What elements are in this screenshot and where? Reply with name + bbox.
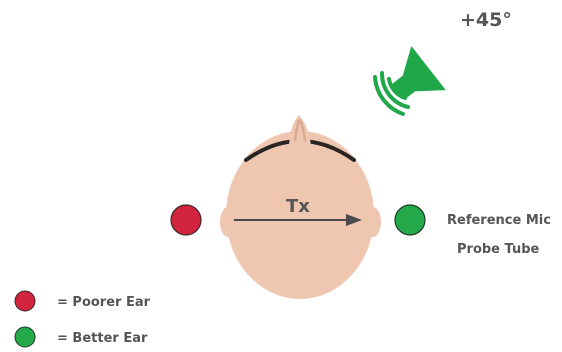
legend-better-ear-label: = Better Ear	[57, 331, 148, 346]
tx-arrow	[234, 214, 362, 226]
probe-tube-label: Probe Tube	[457, 242, 540, 257]
legend-better-swatch	[14, 326, 36, 348]
speaker-icon	[373, 46, 446, 116]
speaker-angle-label: +45°	[460, 9, 512, 31]
legend-poorer-ear-label: = Poorer Ear	[57, 295, 151, 310]
head-shape	[226, 131, 374, 299]
poorer-ear-marker	[170, 204, 202, 236]
tx-label: Tx	[286, 196, 310, 217]
legend-poorer-swatch	[14, 290, 36, 312]
better-ear-marker	[394, 204, 426, 236]
head-top-view	[220, 115, 381, 299]
reference-mic-label: Reference Mic	[447, 213, 551, 228]
